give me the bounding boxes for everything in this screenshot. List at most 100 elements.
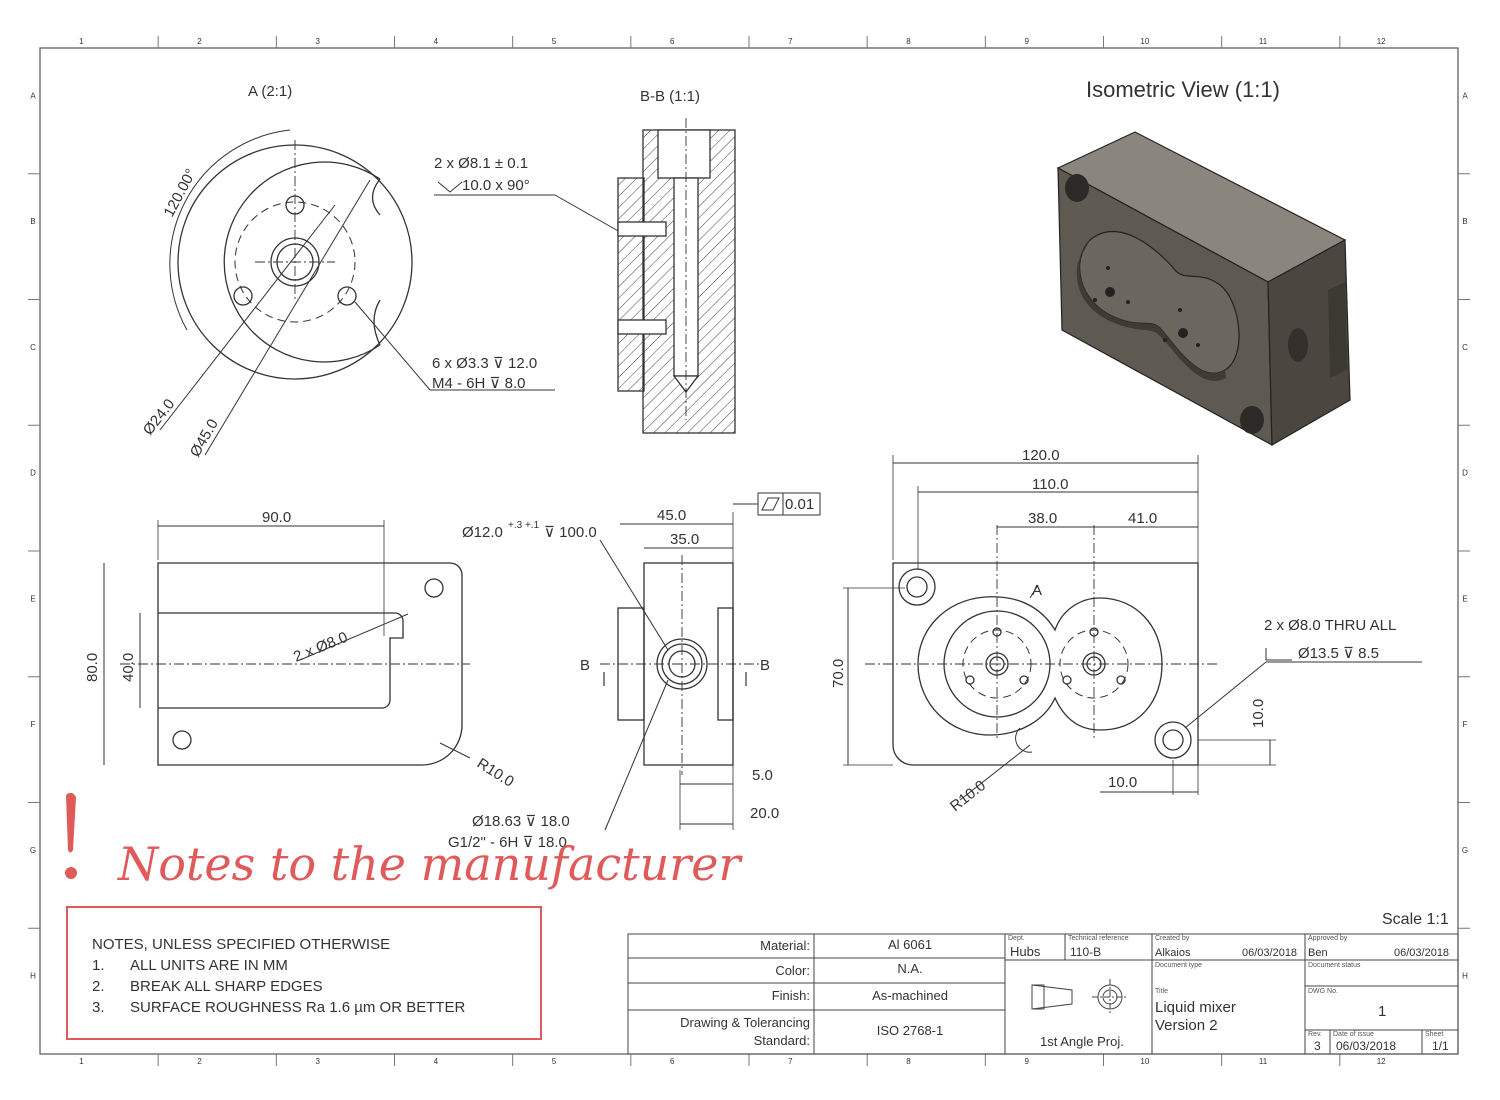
- svg-text:DWG No.: DWG No.: [1308, 988, 1338, 995]
- grid-label: B: [30, 217, 35, 226]
- grid-label: G: [30, 846, 36, 855]
- grid-label: 10: [1140, 37, 1149, 46]
- side-view: 45.0 35.0 Ø12.0 +.3 +.1 ⊽ 100.0 0.01 B B…: [448, 492, 821, 851]
- section-bb-title: B-B (1:1): [640, 88, 700, 105]
- dim-w20: 20.0: [750, 805, 779, 822]
- grid-label: 6: [670, 37, 675, 46]
- svg-text:Date of issue: Date of issue: [1333, 1031, 1374, 1038]
- sheet-value: 1/1: [1432, 1039, 1449, 1053]
- notes-title: NOTES, UNLESS SPECIFIED OTHERWISE: [92, 936, 391, 953]
- notes-heading: Notes to the manufacturer: [65, 792, 743, 891]
- standard-value: ISO 2768-1: [877, 1023, 944, 1038]
- svg-text:Rev.: Rev.: [1308, 1031, 1322, 1038]
- callout-hole-8-1-line2: 10.0 x 90°: [462, 177, 530, 194]
- callout-hole-3-3-line1: 6 x Ø3.3 ⊽ 12.0: [432, 355, 537, 372]
- title-block-text: Material: Al 6061 Color: N.A. Finish: As…: [680, 935, 1449, 1053]
- grid-label: B: [1462, 217, 1467, 226]
- detail-a-reference: A: [1032, 582, 1042, 599]
- callout-port-line2: G1/2" - 6H ⊽ 18.0: [448, 834, 567, 851]
- color-label: Color:: [775, 963, 810, 978]
- grid-label: 1: [79, 37, 84, 46]
- callout-hole-8-1-line1: 2 x Ø8.1 ± 0.1: [434, 155, 528, 172]
- notes-item: 2.BREAK ALL SHARP EDGES: [92, 978, 323, 995]
- flatness-value: 0.01: [785, 496, 814, 513]
- svg-text:Technical reference: Technical reference: [1068, 935, 1129, 942]
- grid-label: 1: [79, 1057, 84, 1066]
- dim-r10-right: R10.0: [947, 777, 989, 815]
- material-label: Material:: [760, 938, 810, 953]
- grid-label: 10: [1140, 1057, 1149, 1066]
- grid-label: 7: [788, 37, 793, 46]
- grid-label: 2: [197, 1057, 202, 1066]
- grid-label: H: [1462, 972, 1468, 981]
- svg-text:Dept.: Dept.: [1008, 935, 1025, 942]
- finish-value: As-machined: [872, 988, 948, 1003]
- dwg-no-value: 1: [1378, 1003, 1386, 1020]
- dim-w38: 38.0: [1028, 510, 1057, 527]
- grid-label: 9: [1024, 1057, 1029, 1066]
- grid-label: F: [31, 720, 36, 729]
- issue-date-value: 06/03/2018: [1336, 1039, 1396, 1053]
- grid-ticks: [28, 36, 1470, 1066]
- grid-label: 5: [552, 1057, 557, 1066]
- svg-text:Title: Title: [1155, 988, 1168, 995]
- dim-w90: 90.0: [262, 509, 291, 526]
- dim-h80: 80.0: [84, 653, 101, 682]
- section-view-bb: B-B (1:1): [617, 88, 736, 434]
- dim-w110: 110.0: [1032, 476, 1068, 493]
- dim-h40: 40.0: [120, 653, 137, 682]
- callout-bore12: Ø12.0: [462, 524, 503, 541]
- detail-view-a: A (2:1) 120.00° Ø24.0 Ø45.0 2 x Ø8.1 ± 0…: [140, 83, 621, 460]
- grid-label: H: [30, 972, 36, 981]
- rev-value: 3: [1314, 1039, 1321, 1053]
- dim-slot-d8: 2 x Ø8.0: [291, 629, 350, 666]
- grid-label: 9: [1024, 37, 1029, 46]
- top-view: 120.0 110.0 38.0 41.0 A 70.0 2 x Ø8.0 TH…: [830, 447, 1422, 815]
- approved-by-value: Ben: [1308, 947, 1328, 959]
- notes-item: 3.SURFACE ROUGHNESS Ra 1.6 µm OR BETTER: [92, 999, 466, 1016]
- exclamation-icon: [66, 792, 76, 853]
- svg-text:Document type: Document type: [1155, 962, 1202, 969]
- title-block: [627, 933, 1459, 1055]
- dim-w35: 35.0: [670, 531, 699, 548]
- dim-h10: 10.0: [1250, 699, 1267, 728]
- tech-ref-value: 110-B: [1070, 945, 1101, 959]
- detail-a-title: A (2:1): [248, 83, 292, 100]
- grid-label: D: [30, 469, 36, 478]
- grid-label: 8: [906, 37, 911, 46]
- callout-thru-line1: 2 x Ø8.0 THRU ALL: [1264, 617, 1396, 634]
- dim-w5: 5.0: [752, 767, 773, 784]
- dim-w120: 120.0: [1022, 447, 1060, 464]
- approved-date-value: 06/03/2018: [1394, 947, 1449, 959]
- dim-w41: 41.0: [1128, 510, 1157, 527]
- grid-label: 12: [1377, 37, 1386, 46]
- grid-label: 3: [315, 1057, 320, 1066]
- isometric-view: Isometric View (1:1): [1056, 77, 1351, 447]
- grid-label: 11: [1259, 37, 1268, 46]
- grid-label: 4: [434, 1057, 439, 1066]
- dim-w10: 10.0: [1108, 774, 1137, 791]
- dim-h70: 70.0: [830, 659, 847, 688]
- finish-label: Finish:: [772, 988, 810, 1003]
- grid-label: E: [1462, 594, 1467, 603]
- material-value: Al 6061: [888, 937, 932, 952]
- scale-label: Scale 1:1: [1382, 911, 1449, 928]
- svg-text:Created by: Created by: [1155, 935, 1190, 942]
- callout-bore12-depth: ⊽ 100.0: [544, 524, 597, 541]
- dim-d24: Ø24.0: [140, 396, 179, 439]
- dept-value: Hubs: [1010, 944, 1041, 959]
- callout-hole-3-3-line2: M4 - 6H ⊽ 8.0: [432, 375, 526, 392]
- created-by-value: Alkaios: [1155, 947, 1191, 959]
- section-mark-right: B: [760, 657, 770, 674]
- grid-label: A: [30, 91, 36, 100]
- grid-label: C: [1462, 343, 1468, 352]
- section-mark-left: B: [580, 657, 590, 674]
- isometric-title: Isometric View (1:1): [1086, 77, 1280, 102]
- grid-label: C: [30, 343, 36, 352]
- title-line-1: Liquid mixer: [1155, 999, 1236, 1016]
- grid-label: 12: [1377, 1057, 1386, 1066]
- grid-label: 3: [315, 37, 320, 46]
- grid-label: 11: [1259, 1057, 1268, 1066]
